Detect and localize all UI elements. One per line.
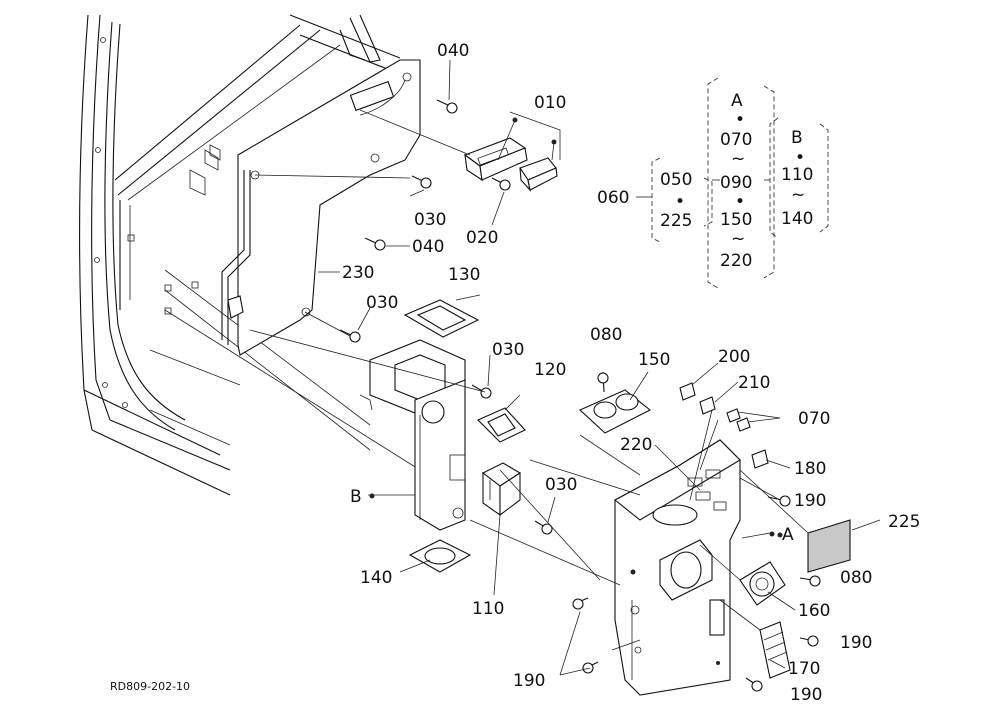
- callout-030-top: 030: [414, 210, 446, 230]
- screw-190-bottom: [745, 677, 763, 692]
- cab-frame: [79, 14, 231, 496]
- legend-070: 070: [720, 130, 752, 150]
- legend-090: 090: [720, 173, 752, 193]
- screw-080-top: [597, 371, 609, 393]
- legend-tilde-1: ~: [731, 149, 745, 169]
- callout-labels: 010 040 030 020 040 230 130 030 030 120 …: [342, 41, 920, 705]
- switch-070: [726, 408, 751, 432]
- callout-190-right: 190: [794, 491, 826, 511]
- vent-170: [759, 621, 791, 679]
- label-225: [807, 519, 851, 573]
- right-console: [614, 439, 741, 696]
- bracket-010: [463, 111, 561, 192]
- callout-180: 180: [794, 459, 826, 479]
- legend-060: 060: [597, 188, 629, 208]
- callout-140: 140: [360, 568, 392, 588]
- legend-050: 050: [660, 170, 692, 190]
- callout-ref-a: A: [782, 525, 794, 545]
- callout-030-low: 030: [545, 475, 577, 495]
- screw-040-mid: [364, 237, 386, 251]
- legend-140: 140: [781, 209, 813, 229]
- callout-170: 170: [788, 659, 820, 679]
- legend-a: A: [731, 91, 743, 111]
- grille-110: [481, 462, 522, 517]
- screw-030-mid: [471, 384, 492, 399]
- bezel-150: [579, 389, 652, 434]
- callout-080-right: 080: [840, 568, 872, 588]
- vent-160: [739, 561, 786, 606]
- screw-190-left-low: [582, 661, 599, 674]
- screw-080-right: [799, 575, 821, 587]
- gasket-130: [403, 299, 480, 338]
- legend-dot-2: •: [735, 110, 745, 130]
- callout-230: 230: [342, 263, 374, 283]
- callout-020: 020: [466, 228, 498, 248]
- callout-210: 210: [738, 373, 770, 393]
- legend-220: 220: [720, 251, 752, 271]
- switch-180: [751, 449, 769, 469]
- legend-225: 225: [660, 211, 692, 231]
- assembly-lines: [249, 109, 809, 665]
- clip-020: [491, 177, 511, 191]
- legend-b: B: [791, 128, 803, 148]
- diagram-code: RD809-202-10: [110, 680, 190, 693]
- legend-150: 150: [720, 210, 752, 230]
- duct-assembly-b: [359, 339, 466, 531]
- callout-030-left: 030: [366, 293, 398, 313]
- screw-030-left: [339, 329, 361, 343]
- legend-tilde-2: ~: [731, 229, 745, 249]
- switch-200: [679, 382, 696, 401]
- callout-160: 160: [798, 601, 830, 621]
- callout-ref-b: B: [350, 487, 362, 507]
- callout-110: 110: [472, 599, 504, 619]
- callout-190-left: 190: [513, 671, 545, 691]
- callout-080-top: 080: [590, 325, 622, 345]
- callout-150: 150: [638, 350, 670, 370]
- callout-040-top: 040: [437, 41, 469, 61]
- switch-210: [699, 396, 716, 415]
- cab-rear-wall: [114, 14, 421, 471]
- callout-190-mid: 190: [840, 633, 872, 653]
- leader-lines: [318, 59, 881, 676]
- callout-130: 130: [448, 265, 480, 285]
- legend-110: 110: [781, 165, 813, 185]
- legend-dot-3: •: [735, 192, 745, 212]
- callout-200: 200: [718, 347, 750, 367]
- screw-190-mid: [799, 635, 819, 647]
- legend-dot-1: •: [675, 192, 685, 212]
- legend-tilde-3: ~: [791, 185, 805, 205]
- callout-220: 220: [620, 435, 652, 455]
- screw-030-top: [411, 175, 432, 189]
- legend-text: 060 050 • 225 A • 070 ~ 090 • 150 ~ 220 …: [597, 91, 813, 271]
- legend-dot-4: •: [795, 148, 805, 168]
- screw-190-left: [572, 597, 589, 610]
- callout-010: 010: [534, 93, 566, 113]
- option-legend: [636, 77, 829, 289]
- callout-120: 120: [534, 360, 566, 380]
- callout-030-mid: 030: [492, 340, 524, 360]
- gasket-140: [408, 539, 472, 573]
- screw-040-top: [436, 99, 458, 114]
- gasket-120: [477, 407, 526, 443]
- rear-panel-230: [209, 59, 421, 356]
- screw-030-low: [534, 520, 553, 535]
- callout-040-mid: 040: [412, 237, 444, 257]
- callout-190-bottom: 190: [790, 685, 822, 705]
- callout-225: 225: [888, 512, 920, 532]
- screw-190-right: [767, 495, 791, 507]
- callout-070: 070: [798, 409, 830, 429]
